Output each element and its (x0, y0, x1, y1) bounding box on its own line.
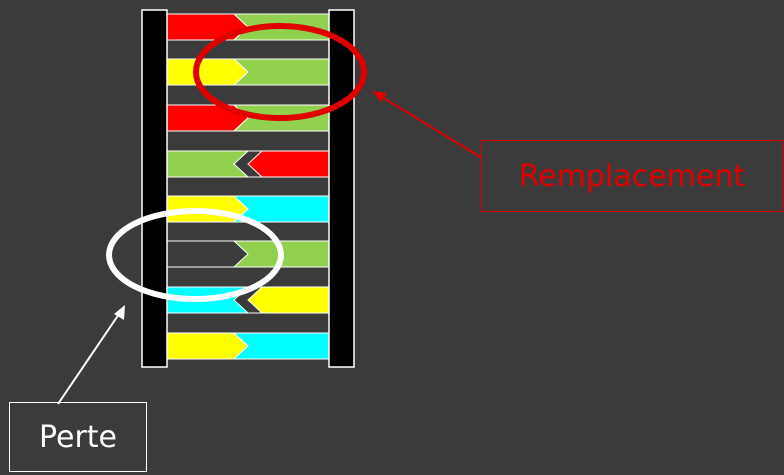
left-backbone (141, 9, 168, 368)
loss-label-box: Perte (9, 402, 147, 472)
replacement-pointer-line (381, 96, 483, 159)
replacement-label: Remplacement (518, 158, 746, 194)
rung-2-right-base (232, 58, 330, 86)
rung-8-left-base (166, 332, 249, 360)
rung-7-right-base (247, 286, 330, 314)
right-backbone (328, 9, 355, 368)
rung-8-right-base (232, 332, 330, 360)
rung-2-left-base (166, 58, 249, 86)
loss-pointer-arrowhead (114, 305, 125, 320)
rung-4-right-base (247, 150, 330, 178)
loss-pointer-line (57, 313, 120, 405)
rung-4-left-base (166, 150, 250, 178)
replacement-highlight-ellipse (193, 23, 367, 121)
loss-label: Perte (38, 419, 118, 455)
rungs-layer (166, 13, 330, 360)
loss-highlight-ellipse (106, 208, 284, 302)
replacement-label-box: Remplacement (481, 140, 783, 212)
rung-1-left-base (166, 13, 249, 41)
replacement-pointer-arrowhead (372, 91, 387, 102)
